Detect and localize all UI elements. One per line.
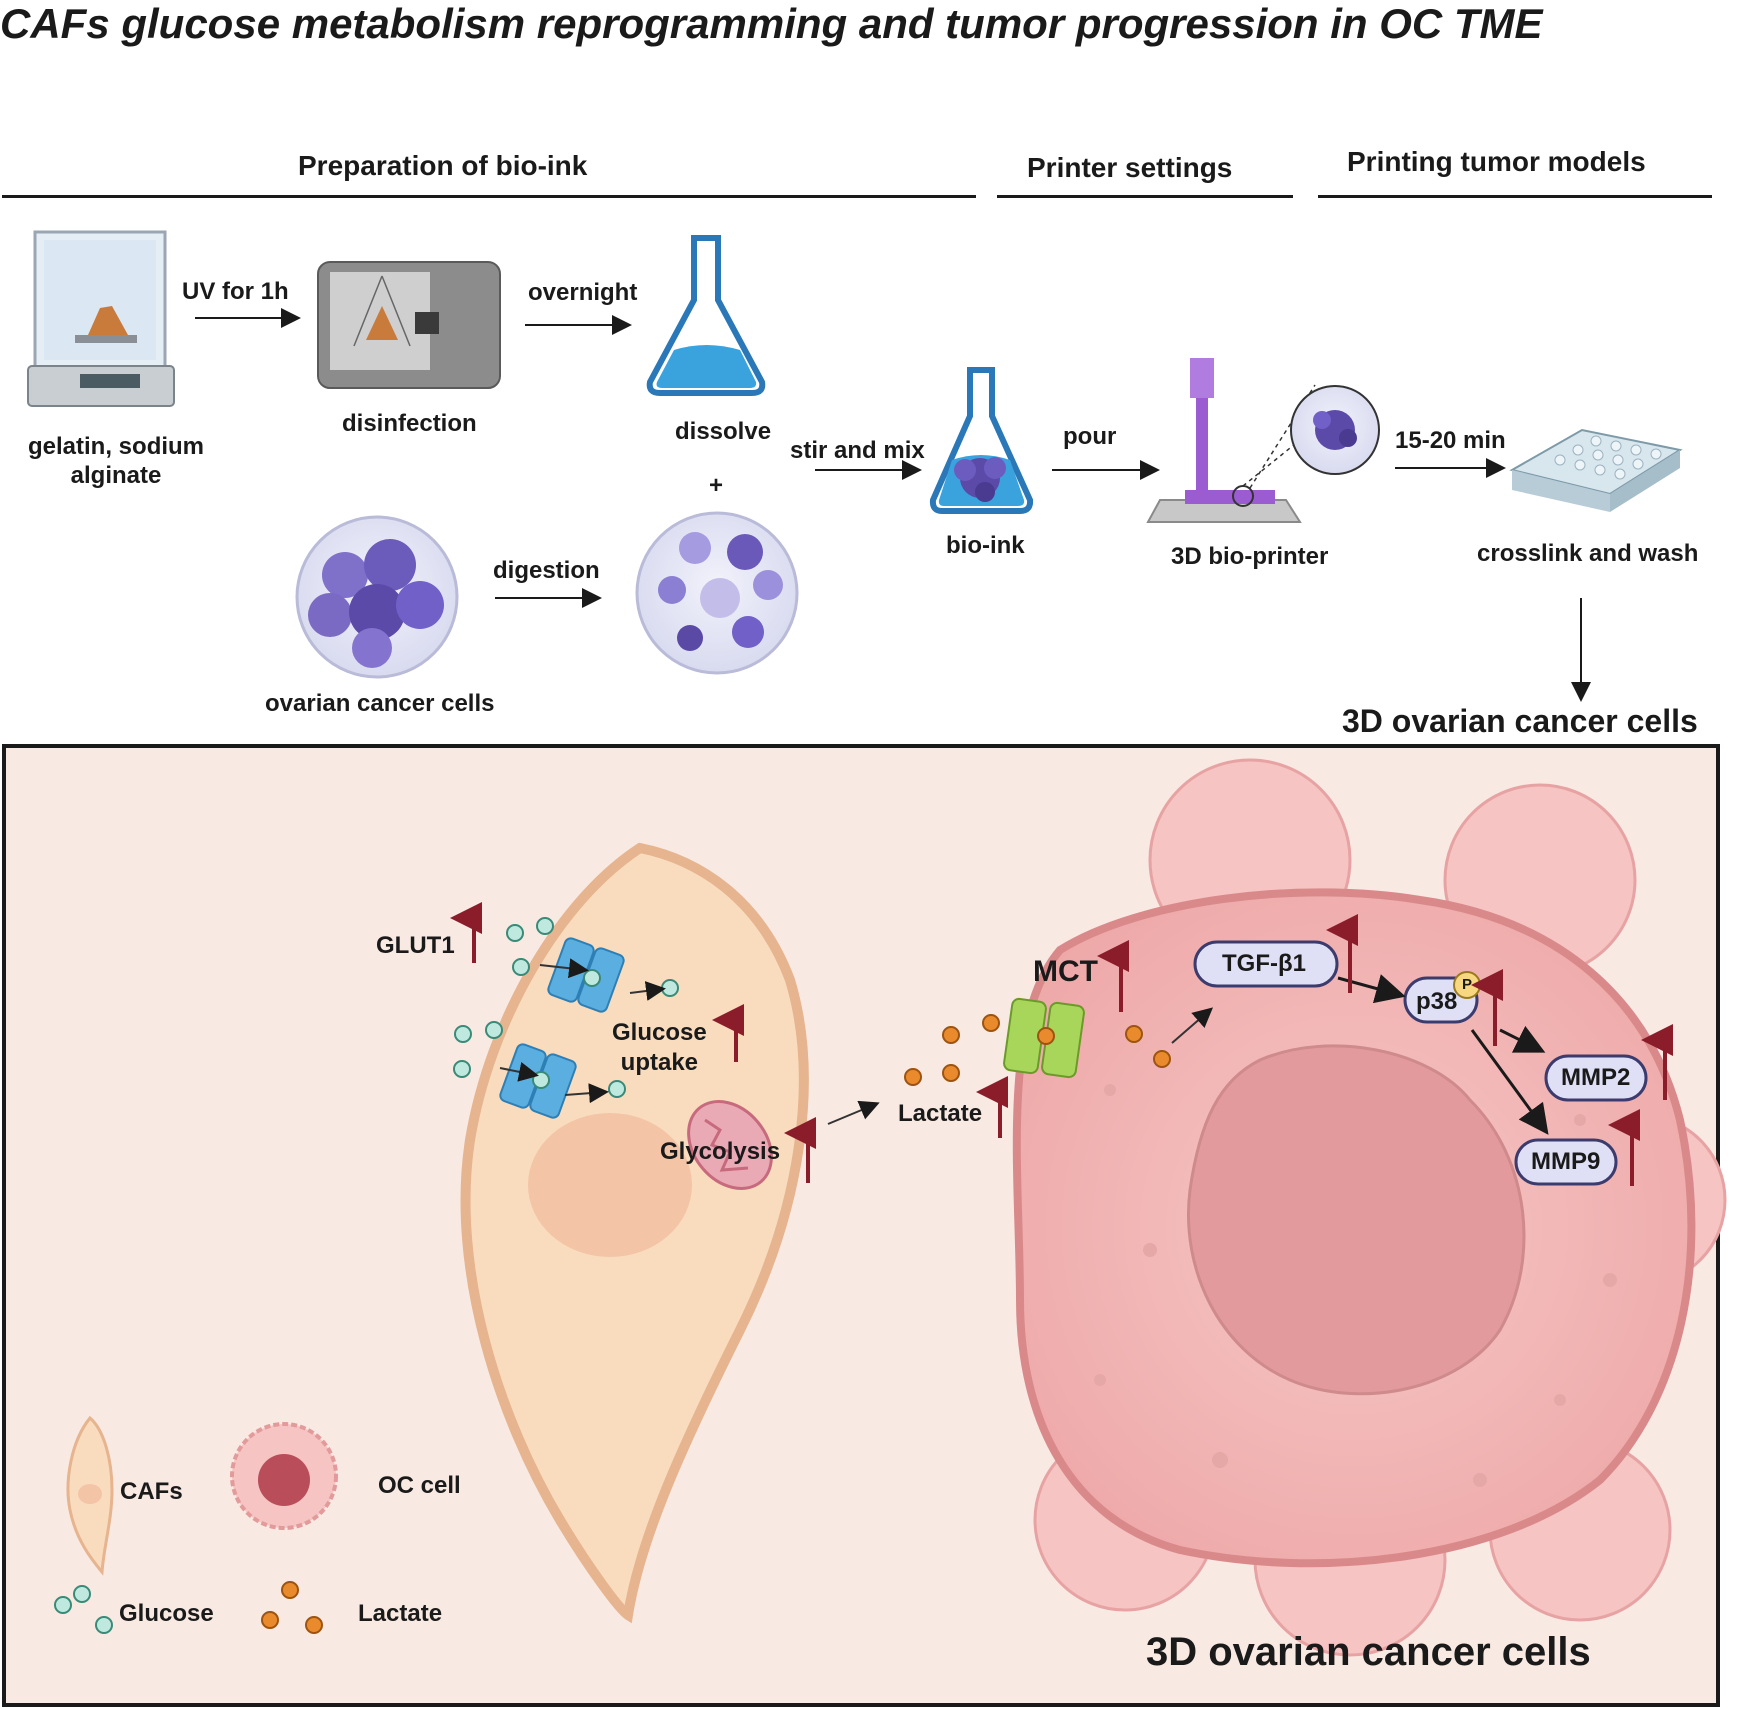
lactate-molecules [904, 1014, 1171, 1086]
tgfb1-label: TGF-β1 [1222, 950, 1306, 977]
digested-dish-icon [635, 511, 799, 675]
mmp9-node [1514, 1138, 1618, 1186]
legend-glucose-icon [54, 1585, 113, 1634]
section-rule-preparation [2, 195, 976, 198]
printer-label: 3D bio-printer [1171, 543, 1329, 570]
mmp2-label: MMP2 [1561, 1064, 1631, 1091]
glut1-label: GLUT1 [376, 932, 455, 959]
caf-cell [460, 842, 809, 1624]
wellplate-icon [1509, 428, 1683, 512]
uv-label: UV for 1h [182, 278, 289, 305]
balance-label: gelatin, sodium alginate [28, 433, 205, 489]
time-label: 15-20 min [1395, 427, 1506, 454]
mmp9-label: MMP9 [1531, 1148, 1601, 1175]
legend-lactate-icon [261, 1581, 323, 1634]
disinfection-label: disinfection [342, 410, 477, 437]
mechanism-diagram [54, 758, 1727, 1657]
legend-cafs-label: CAFs [120, 1478, 183, 1505]
workflow-diagram [27, 230, 1683, 702]
cancer-cells-label: 3D ovarian cancer cells [1146, 1630, 1591, 1674]
balance-icon [27, 230, 175, 407]
section-rule-printing [1318, 195, 1712, 198]
legend-caf-icon [66, 1415, 114, 1576]
bioink-label: bio-ink [946, 532, 1025, 559]
p38-label: p38 [1416, 988, 1458, 1015]
overnight-label: overnight [528, 279, 638, 306]
section-printer: Printer settings [1027, 152, 1233, 183]
uv-cabinet-icon [317, 261, 501, 389]
section-rule-printer [997, 195, 1293, 198]
figure-title: CAFs glucose metabolism reprogramming an… [0, 0, 1543, 47]
mmp2-node [1544, 1054, 1648, 1102]
legend-oc-cell-icon [230, 1422, 338, 1530]
mct-label: MCT [1033, 955, 1098, 988]
flask-dissolve-icon [646, 235, 766, 396]
lactate-label: Lactate [898, 1100, 983, 1127]
ovarian-cells-label: ovarian cancer cells [265, 690, 495, 717]
crosslink-label: crosslink and wash [1477, 540, 1699, 567]
glucose-molecules [453, 917, 679, 1098]
legend-lactate-label: Lactate [358, 1600, 443, 1627]
section-preparation: Preparation of bio-ink [298, 150, 588, 181]
flask-bioink-icon [929, 367, 1034, 514]
legend-oc-label: OC cell [378, 1472, 461, 1499]
result-label: 3D ovarian cancer cells [1342, 703, 1698, 739]
plus-sign: + [709, 472, 724, 499]
digestion-label: digestion [493, 557, 600, 584]
cell-dish-icon [295, 515, 459, 679]
stir-label: stir and mix [790, 437, 925, 464]
pour-label: pour [1063, 423, 1117, 450]
tgfb1-node [1193, 940, 1339, 988]
phospho-label: P [1462, 976, 1473, 993]
dissolve-label: dissolve [675, 418, 772, 445]
section-printing: Printing tumor models [1347, 146, 1646, 177]
legend-glucose-label: Glucose [119, 1600, 214, 1627]
mitochondrion-icon [687, 1100, 773, 1190]
glucose-uptake-label: Glucose uptake [612, 1019, 707, 1076]
glycolysis-label: Glycolysis [660, 1138, 781, 1165]
bioprinter-icon [1146, 358, 1380, 523]
tumor-cluster [1012, 758, 1727, 1657]
upregulation-arrows [450, 902, 1673, 1186]
